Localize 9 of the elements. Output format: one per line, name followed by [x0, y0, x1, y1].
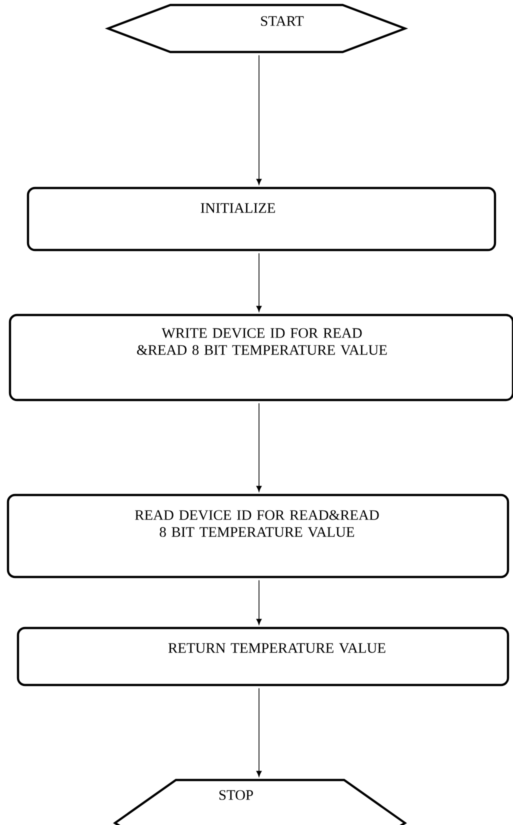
arrow	[256, 402, 262, 492]
arrow	[256, 580, 262, 625]
process-box: WRITE DEVICE ID FOR READ &READ 8 BIT TEMPERATURE VALUE	[8, 314, 513, 402]
process-box: INITIALIZE	[26, 186, 496, 252]
arrow	[256, 54, 262, 185]
process-box: RETURN TEMPERATURE VALUE	[16, 626, 510, 686]
process-box: READ DEVICE ID FOR READ&READ 8 BIT TEMPERATURE VALUE	[6, 494, 510, 578]
arrow	[256, 252, 262, 312]
arrow	[256, 688, 262, 777]
